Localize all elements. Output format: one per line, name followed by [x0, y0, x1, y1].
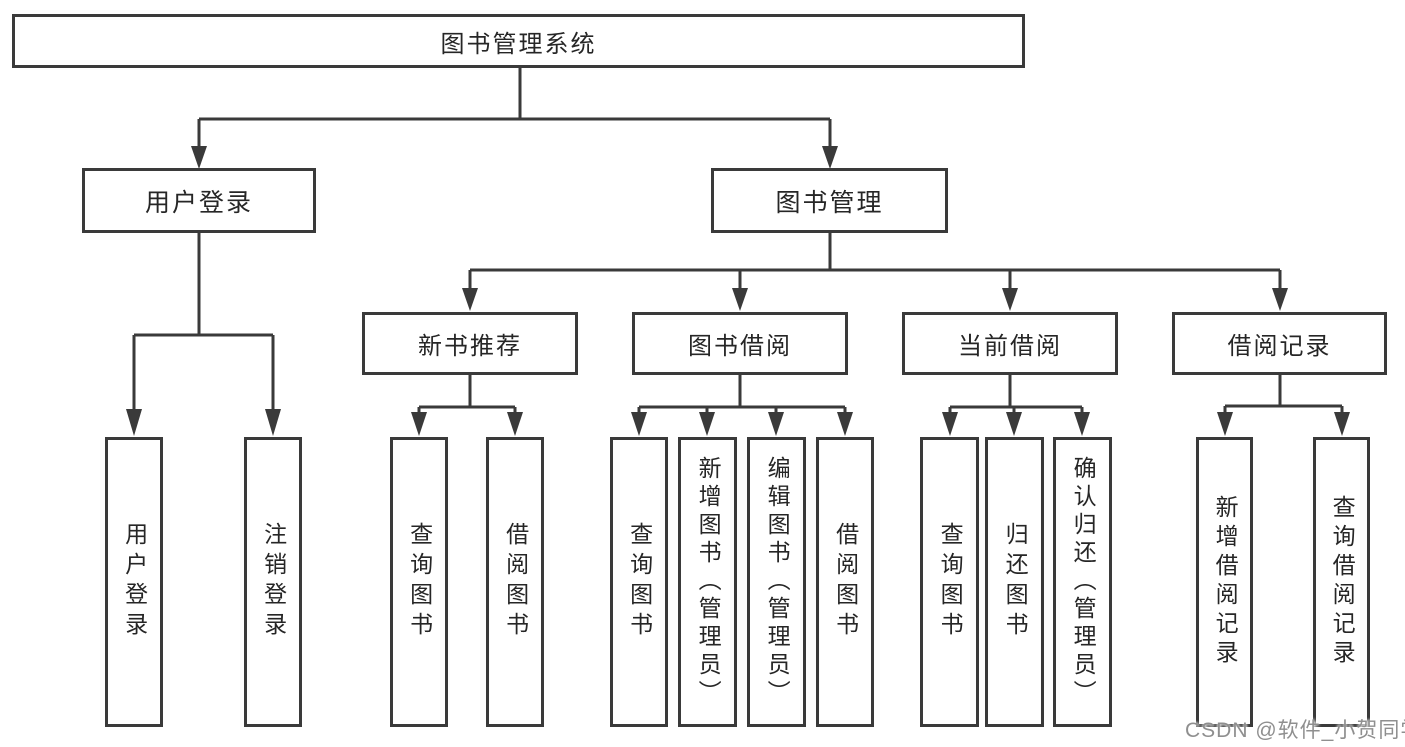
connector-current-borrow-children — [942, 375, 1090, 436]
node-current-borrow: 当前借阅 — [902, 312, 1118, 375]
connector-book-mgmt-children — [462, 233, 1288, 311]
leaf-edit-books-admin: 编辑图书（管理员） — [747, 437, 806, 727]
leaf-add-books-admin: 新增图书（管理员） — [678, 437, 737, 727]
leaf-borrow-books-recommend: 借阅图书 — [486, 437, 544, 727]
node-borrow-records: 借阅记录 — [1172, 312, 1387, 375]
node-book-management: 图书管理 — [711, 168, 948, 233]
node-book-borrow: 图书借阅 — [632, 312, 848, 375]
node-user-login: 用户登录 — [82, 168, 316, 233]
csdn-watermark: CSDN @软件_小贺同学 — [1185, 719, 1405, 742]
connector-user-login-children — [126, 233, 281, 436]
node-root: 图书管理系统 — [12, 14, 1025, 68]
node-new-book-recommend: 新书推荐 — [362, 312, 578, 375]
leaf-query-books-current: 查询图书 — [920, 437, 979, 727]
leaf-add-borrow-record: 新增借阅记录 — [1196, 437, 1253, 727]
leaf-user-login: 用户登录 — [105, 437, 163, 727]
connector-book-borrow-children — [631, 375, 853, 436]
leaf-confirm-return-admin: 确认归还（管理员） — [1053, 437, 1112, 727]
leaf-return-books: 归还图书 — [985, 437, 1044, 727]
leaf-query-books-recommend: 查询图书 — [390, 437, 448, 727]
connector-root-to-level2 — [191, 68, 838, 169]
leaf-borrow-books: 借阅图书 — [816, 437, 874, 727]
connector-borrow-records-children — [1217, 375, 1350, 436]
connector-new-book-rec-children — [411, 375, 523, 436]
leaf-query-borrow-record: 查询借阅记录 — [1313, 437, 1370, 727]
leaf-logout: 注销登录 — [244, 437, 302, 727]
leaf-query-books-borrow: 查询图书 — [610, 437, 668, 727]
